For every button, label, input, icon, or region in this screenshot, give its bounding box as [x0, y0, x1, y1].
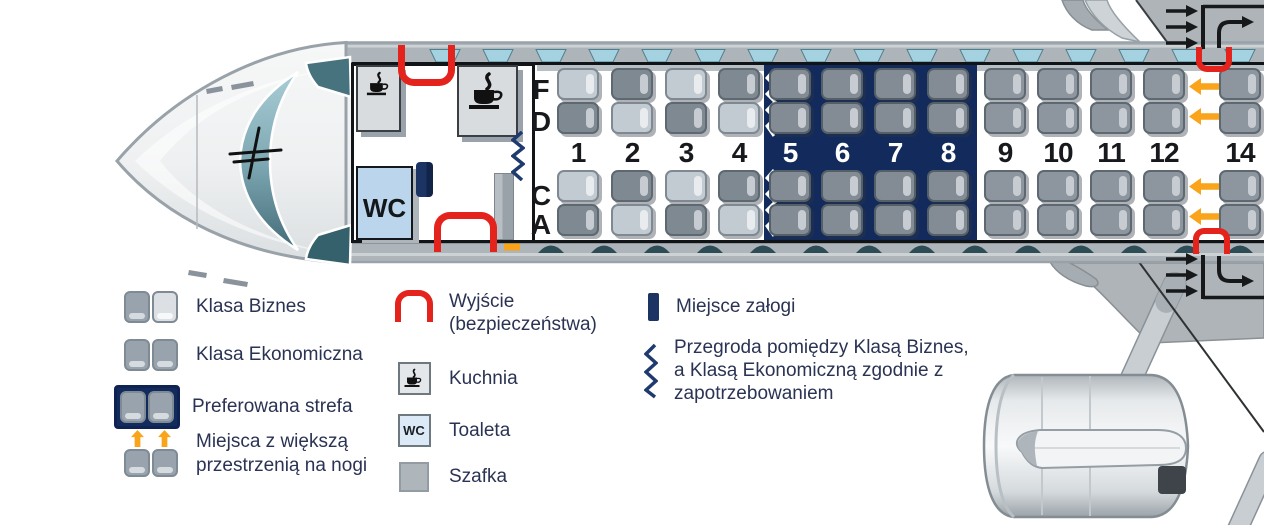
galley-icon — [395, 362, 433, 395]
exit-door-front-right — [398, 45, 455, 86]
wc-label: WC — [362, 192, 407, 223]
legend-label: Miejsce załogi — [676, 296, 796, 318]
cabinet-icon — [395, 462, 433, 492]
crew-seat-icon — [646, 293, 660, 321]
legend-item-galley: Kuchnia — [395, 362, 518, 395]
column-letter-D: D — [530, 106, 552, 137]
lavatory: WC — [356, 166, 413, 240]
legend-item-preferred: Preferowana strefa — [114, 385, 353, 429]
exit-door-icon — [395, 290, 433, 322]
partition-zigzag-icon — [765, 169, 777, 237]
exit-door-front-left — [434, 212, 497, 252]
crew-seat — [416, 162, 433, 197]
preferred-zone-icon — [114, 385, 180, 429]
legend-item-cabinet: Szafka — [395, 462, 507, 492]
legend-label: Klasa Biznes — [196, 296, 306, 318]
legend-label: Szafka — [449, 466, 508, 488]
economy-class-seats-icon — [122, 339, 180, 371]
legend-item-economy: Klasa Ekonomiczna — [122, 339, 363, 371]
legend-label: Preferowana strefa — [192, 396, 353, 418]
galley-icon — [457, 65, 518, 137]
legend-item-crew: Miejsce załogi — [646, 293, 795, 321]
exit-overwing-right — [1196, 47, 1232, 72]
legend-item-partition: Przegroda pomiędzy Klasą Biznes, a Klasą… — [644, 336, 974, 406]
legend-label: Kuchnia — [449, 367, 518, 389]
galley-icon — [356, 65, 401, 132]
windshield-wiper-icon — [228, 126, 283, 180]
legend-label: Miejsca z większą przestrzenią na nogi — [196, 431, 368, 476]
legend-label: Klasa Ekonomiczna — [196, 344, 363, 366]
toilet-icon: WC — [395, 414, 433, 447]
column-letter-C: C — [530, 180, 552, 211]
engine-nacelle — [982, 373, 1190, 519]
column-letter-F: F — [532, 74, 550, 105]
extra-legroom-seats-icon — [122, 430, 180, 477]
legend-item-business: Klasa Biznes — [122, 291, 306, 323]
door-sill-mark — [504, 243, 520, 251]
preferred-zone-area — [764, 65, 977, 240]
legend-label: Toaleta — [449, 419, 511, 441]
business-class-seats-icon — [122, 291, 180, 323]
partition-zigzag-icon — [765, 69, 777, 137]
legend-item-legroom: Miejsca z większą przestrzenią na nogi — [122, 430, 401, 477]
legend-label: Przegroda pomiędzy Klasą Biznes, a Klasą… — [674, 337, 969, 405]
wing-bottom-art — [982, 261, 1264, 525]
legend-item-toilet: WC Toaleta — [395, 414, 510, 447]
column-letter-A: A — [530, 209, 552, 240]
escape-route-bottom — [1166, 253, 1264, 300]
partition-zigzag-icon — [644, 343, 658, 399]
legend-label: Wyjście (bezpieczeństwa) — [449, 291, 597, 336]
aircraft-nose — [115, 40, 353, 287]
class-divider-zigzag-icon — [511, 131, 525, 181]
legend-item-exit: Wyjście (bezpieczeństwa) — [395, 290, 619, 336]
escape-route-top — [1166, 4, 1264, 49]
cockpit-windshield — [238, 70, 300, 252]
cabinet — [494, 173, 514, 240]
exit-overwing-left — [1193, 228, 1230, 254]
cabin-windows-bottom — [538, 245, 1253, 253]
